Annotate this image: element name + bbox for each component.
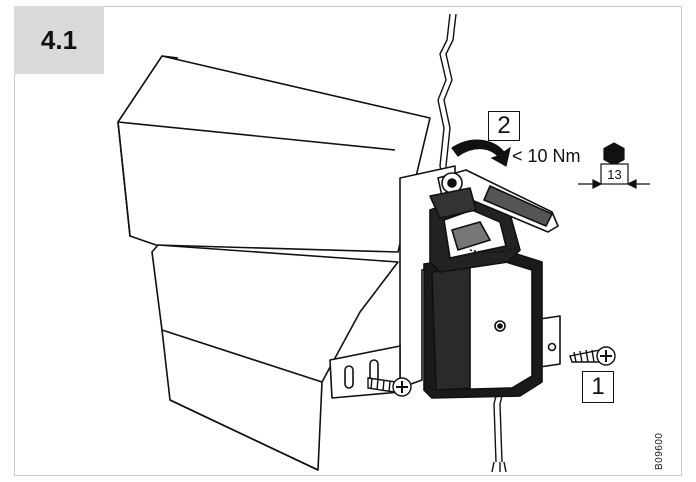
callout-tighten-step: 2 xyxy=(488,111,520,141)
document-code: B09600 xyxy=(654,432,665,470)
rotation-arrow xyxy=(451,139,511,167)
screw-right xyxy=(569,346,616,366)
hex-wrench-icon xyxy=(578,142,650,189)
screw-left xyxy=(367,377,412,397)
step-number: 4.1 xyxy=(14,6,104,74)
wrench-size-label: 13 xyxy=(607,166,622,182)
actuator-cable xyxy=(491,395,507,473)
actuator-body xyxy=(423,251,543,399)
adjustment-handle xyxy=(429,169,559,233)
upper-damper-blade xyxy=(117,55,431,253)
callout-screw-step: 1 xyxy=(582,371,614,403)
torque-label: < 10 Nm xyxy=(512,146,581,166)
lower-damper-blade xyxy=(151,244,399,471)
damper-shaft xyxy=(437,13,457,191)
